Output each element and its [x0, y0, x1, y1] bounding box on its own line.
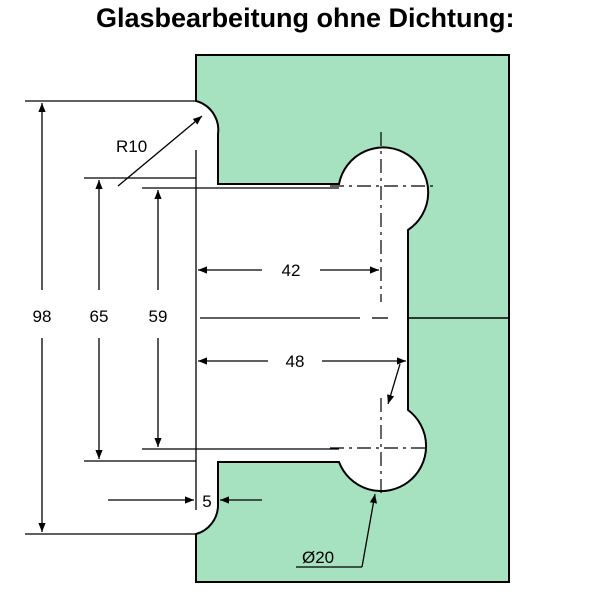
diameter-label: Ø20 [302, 548, 334, 567]
dim-59-label: 59 [149, 307, 168, 326]
dim-48-label: 48 [286, 352, 305, 371]
dim-5-label: 5 [202, 492, 211, 511]
dim-42-label: 42 [282, 261, 301, 280]
diameter-leader [361, 493, 377, 568]
glass-panel [195, 54, 510, 583]
radius-label: R10 [116, 137, 147, 156]
diagram-title: Glasbearbeitung ohne Dichtung: [96, 3, 515, 33]
dim-98-label: 98 [33, 307, 52, 326]
radius-leader [117, 115, 203, 187]
dim-48-leader [387, 363, 401, 405]
dim-65-label: 65 [90, 307, 109, 326]
